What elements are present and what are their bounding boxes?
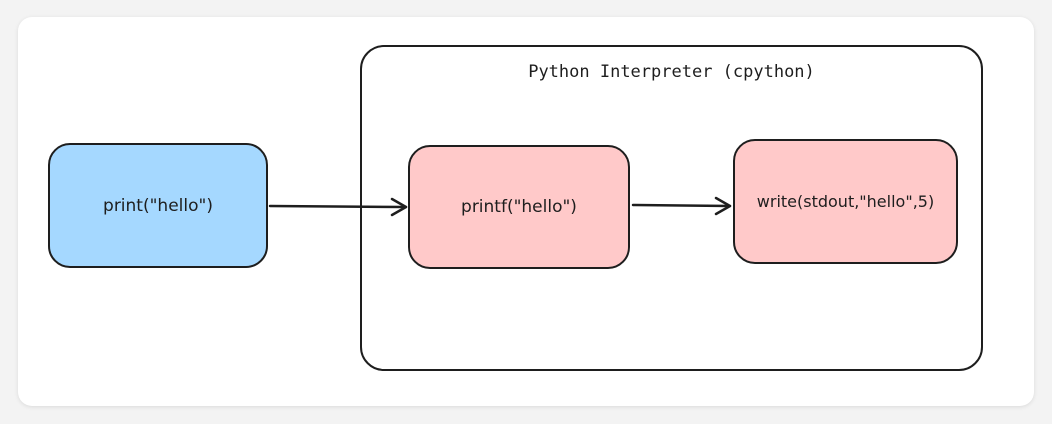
interpreter-group-title: Python Interpreter (cpython)	[528, 62, 815, 82]
print-node[interactable]: print("hello")	[48, 143, 268, 268]
write-node[interactable]: write(stdout,"hello",5)	[733, 139, 958, 264]
printf-node[interactable]: printf("hello")	[408, 145, 630, 269]
